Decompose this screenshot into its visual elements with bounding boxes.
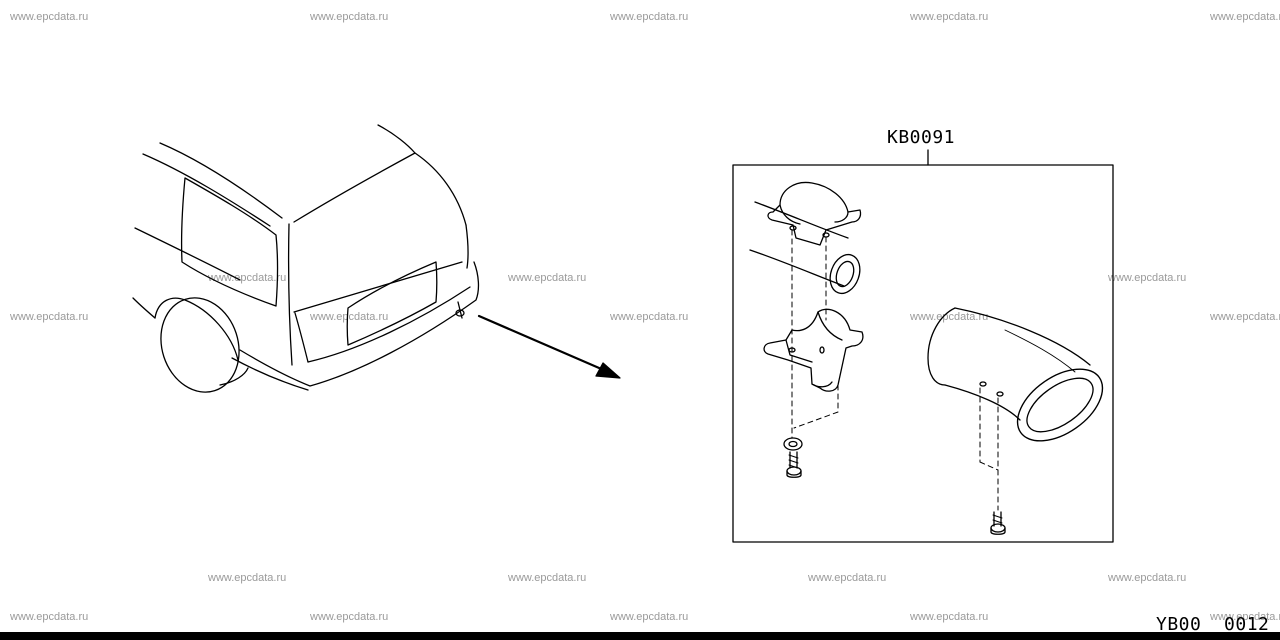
watermark: www.epcdata.ru (808, 572, 887, 584)
watermark: www.epcdata.ru (610, 311, 689, 323)
watermark: www.epcdata.ru (310, 11, 389, 23)
washer-and-bolt-left (784, 438, 802, 477)
diagram-code: YB00 0012 (1156, 614, 1270, 635)
watermark: www.epcdata.ru (610, 11, 689, 23)
assembly-guide-lines-left (792, 230, 838, 438)
lower-clamp (764, 309, 863, 391)
part-number-label: KB0091 (887, 127, 956, 148)
assembly-guide-lines-right (980, 388, 998, 510)
watermark: www.epcdata.ru (10, 611, 89, 623)
watermark: www.epcdata.ru (1210, 311, 1280, 323)
bolt-right (991, 512, 1005, 534)
watermark: www.epcdata.ru (910, 11, 989, 23)
watermark: www.epcdata.ru (310, 311, 389, 323)
watermark: www.epcdata.ru (208, 272, 287, 284)
watermark: www.epcdata.ru (1108, 572, 1187, 584)
watermark: www.epcdata.ru (10, 11, 89, 23)
watermark: www.epcdata.ru (208, 572, 287, 584)
watermark: www.epcdata.ru (610, 611, 689, 623)
watermark: www.epcdata.ru (910, 611, 989, 623)
vehicle-rear-illustration (133, 125, 478, 402)
exhaust-finisher (928, 308, 1115, 455)
watermark: www.epcdata.ru (1108, 272, 1187, 284)
kit-frame (733, 150, 1113, 542)
watermark: www.epcdata.ru (1210, 611, 1280, 623)
watermark: www.epcdata.ru (310, 611, 389, 623)
watermark: www.epcdata.ru (508, 272, 587, 284)
bottom-border-bar (0, 632, 1280, 640)
watermark: www.epcdata.ru (508, 572, 587, 584)
watermark: www.epcdata.ru (1210, 11, 1280, 23)
watermark: www.epcdata.ru (10, 311, 89, 323)
watermark: www.epcdata.ru (910, 311, 989, 323)
pointer-arrow (479, 316, 620, 378)
exhaust-pipe-with-clamp (750, 182, 865, 297)
